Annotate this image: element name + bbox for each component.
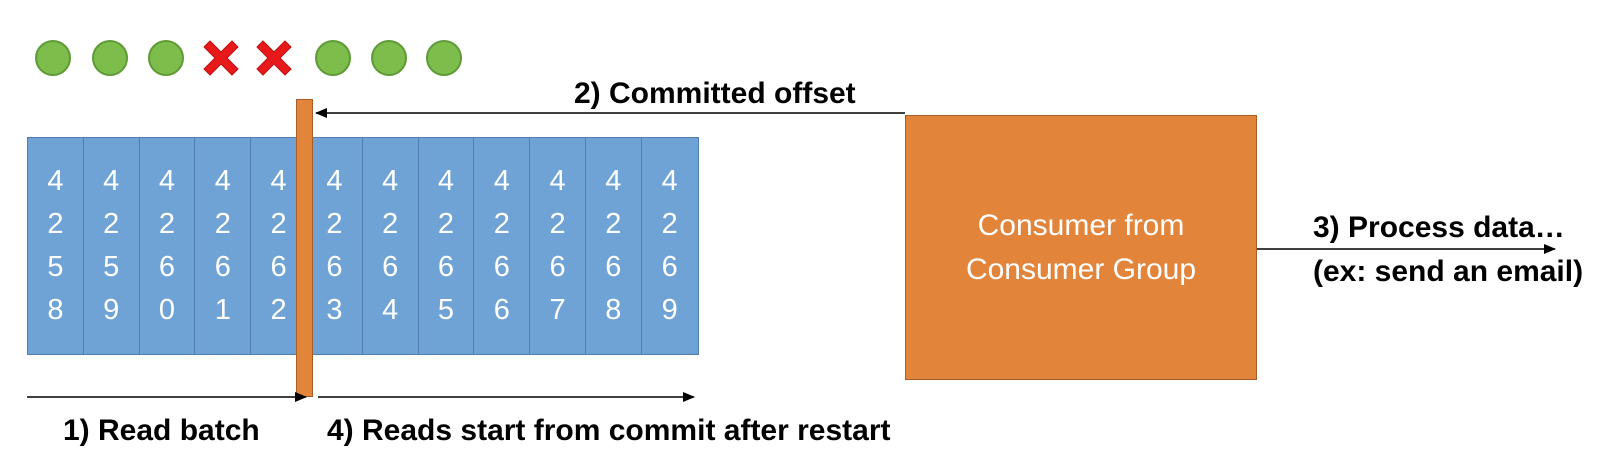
consumer-line-2: Consumer Group	[965, 252, 1197, 286]
process-data-label: 3) Process data…	[1313, 211, 1565, 244]
success-marker	[426, 40, 462, 76]
consumer-line-1: Consumer from	[977, 208, 1185, 242]
restart-read-label: 4) Reads start from commit after restart	[327, 414, 891, 447]
success-marker	[92, 40, 128, 76]
success-marker	[315, 40, 351, 76]
success-marker	[148, 40, 184, 76]
commit-marker	[296, 99, 313, 397]
process-example-label: (ex: send an email)	[1313, 255, 1584, 288]
read-batch-label: 1) Read batch	[63, 414, 260, 447]
success-marker	[371, 40, 407, 76]
success-marker	[35, 40, 71, 76]
consumer-box: Consumer from Consumer Group	[905, 115, 1257, 380]
failure-x-icon	[203, 40, 239, 76]
failure-x-icon	[256, 40, 292, 76]
committed-offset-label: 2) Committed offset	[574, 77, 856, 110]
